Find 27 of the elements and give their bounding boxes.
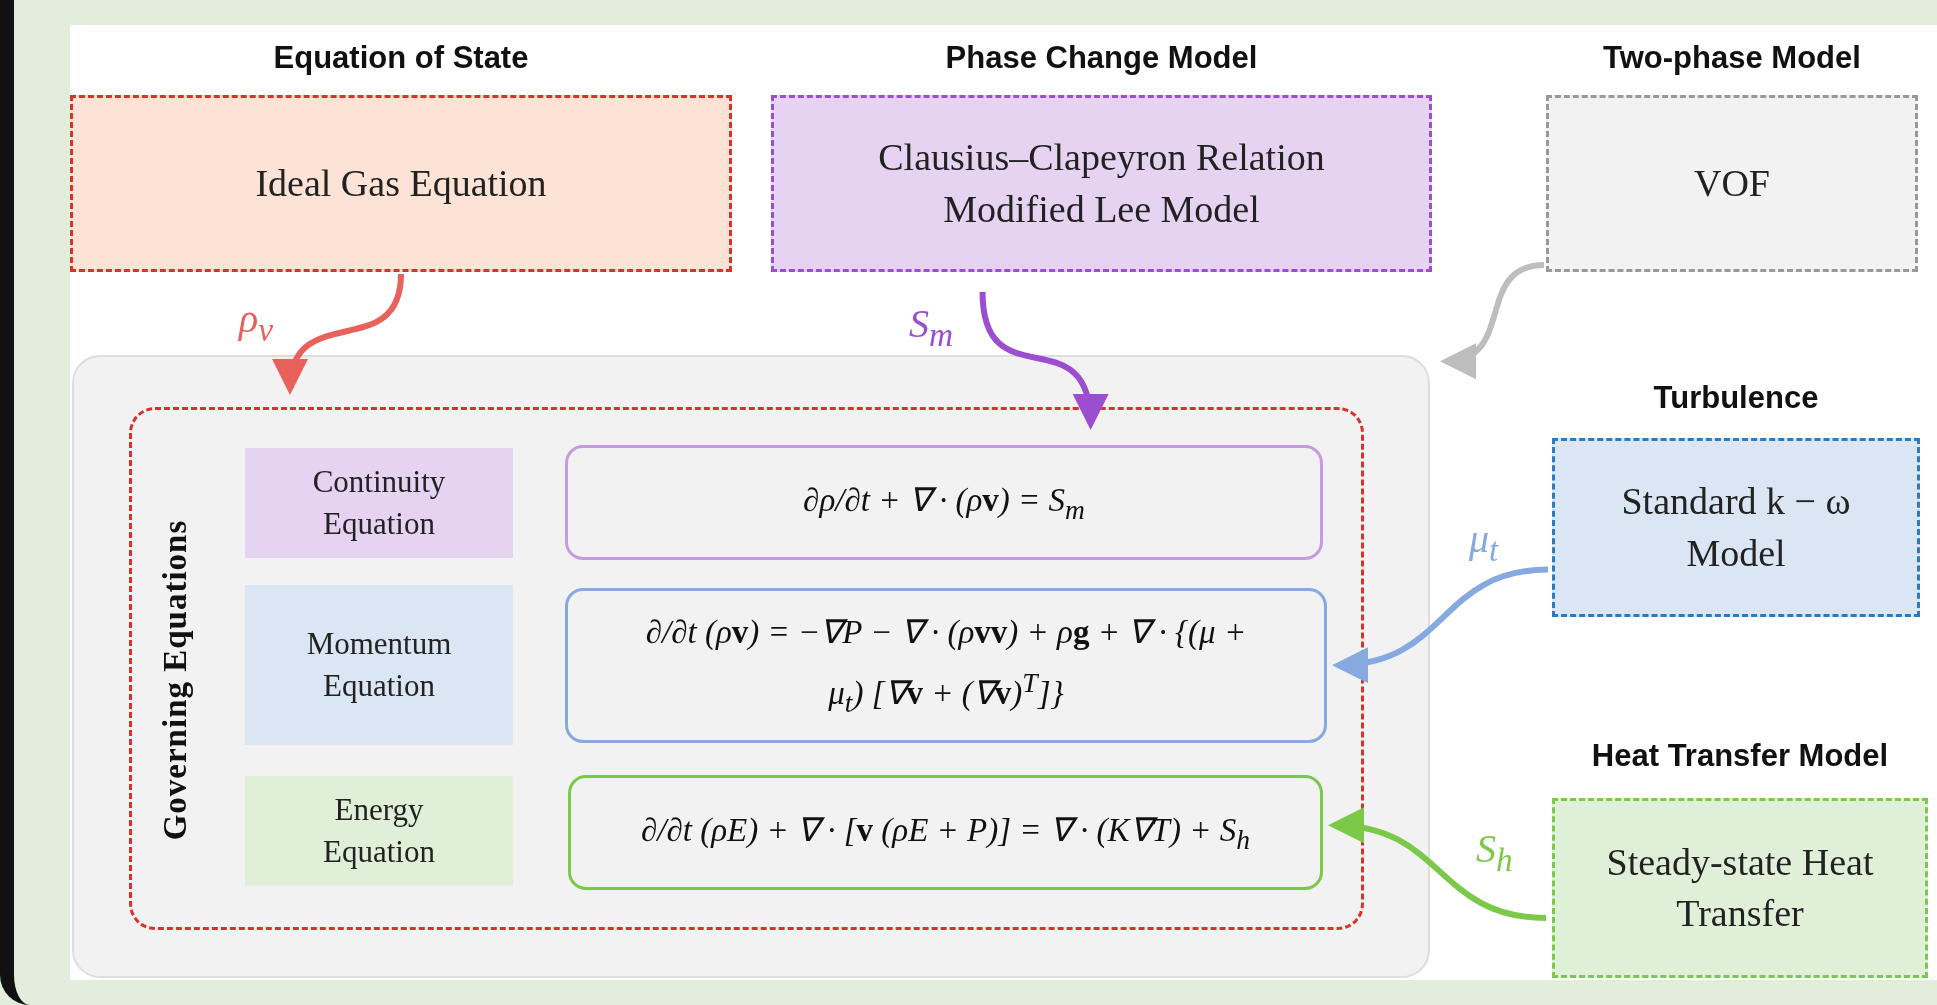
panel-background	[72, 355, 1430, 978]
curved-arrow	[979, 291, 1106, 430]
box-label: Standard k − ω Model	[1620, 479, 1852, 576]
equation-box	[565, 445, 1323, 560]
equation: ∂ρ/∂t + ∇ · (ρv) = S$_{m}$	[803, 480, 1085, 527]
section-heading: Heat Transfer Model	[1590, 738, 1890, 775]
equation: ∂/∂t (ρv) = −∇P − ∇ · (ρvv) + ρg + ∇ · {(μ + μ$_{t}$) [∇v + (∇v)$^{T}$]}	[644, 613, 1248, 720]
equation-box	[565, 588, 1327, 743]
box-label: Steady-state Heat Transfer	[1605, 839, 1875, 936]
section-heading: Turbulence	[1652, 380, 1820, 417]
equation-name-label: Momentum Equation	[245, 585, 513, 745]
curved-arrow	[1440, 262, 1545, 376]
equation: ∂/∂t (ρE) + ∇ · [v (ρE + P)] = ∇ · (K∇T) + S$_{h}$	[641, 810, 1250, 857]
box-label: VOF	[1694, 160, 1770, 206]
box-label: Ideal Gas Equation	[255, 160, 547, 206]
dashed-group-box	[129, 407, 1364, 930]
section-heading: Two-phase Model	[1602, 40, 1862, 77]
group-title: Governing Equations	[157, 518, 194, 843]
section-heading: Equation of State	[272, 40, 530, 77]
equation-box	[568, 775, 1323, 890]
box-label: Clausius–Clapeyron Relation Modified Lee Model	[877, 135, 1326, 232]
curved-arrow	[1332, 566, 1549, 681]
equation-name-label: Continuity Equation	[245, 448, 513, 558]
equation-name-label: Energy Equation	[245, 776, 513, 886]
curved-arrow	[275, 273, 404, 395]
curved-arrow	[1328, 809, 1547, 921]
section-heading: Phase Change Model	[944, 40, 1259, 77]
